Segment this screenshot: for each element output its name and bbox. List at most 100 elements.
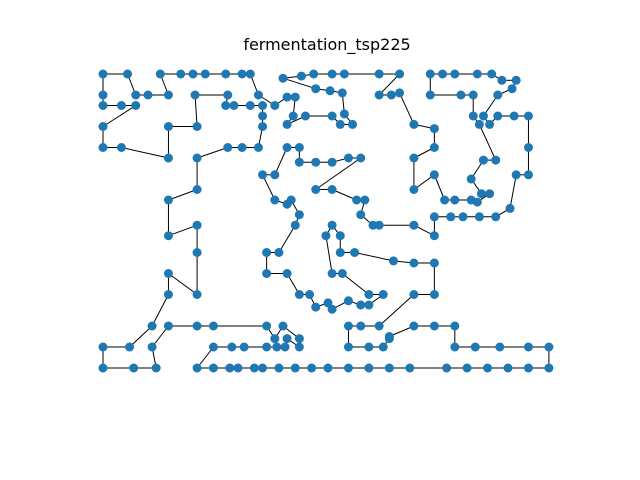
city-point	[208, 342, 218, 352]
city-point	[98, 363, 108, 373]
city-point	[176, 69, 186, 79]
city-point	[450, 69, 460, 79]
tour-edge	[509, 174, 517, 209]
city-point	[98, 101, 108, 110]
city-point	[523, 111, 533, 121]
city-point	[116, 143, 126, 152]
city-point	[192, 321, 202, 331]
city-point	[360, 195, 370, 205]
city-point	[491, 155, 501, 165]
city-point	[98, 122, 108, 131]
city-point	[282, 143, 292, 152]
city-point	[327, 157, 337, 167]
city-point	[227, 342, 237, 352]
city-point	[323, 363, 333, 373]
city-point	[327, 269, 337, 278]
city-point	[523, 143, 533, 152]
city-point	[270, 101, 280, 110]
city-point	[123, 69, 133, 79]
city-point	[290, 220, 300, 230]
city-point	[327, 220, 337, 230]
city-point	[327, 185, 337, 194]
city-point	[305, 290, 315, 299]
city-point	[478, 111, 488, 121]
tour-edge	[274, 147, 288, 176]
city-point	[237, 69, 247, 79]
city-point	[485, 119, 495, 129]
city-point	[200, 69, 210, 79]
city-point	[429, 231, 439, 241]
city-point	[409, 321, 419, 331]
city-point	[337, 269, 347, 278]
city-point	[229, 101, 239, 110]
city-point	[131, 90, 141, 100]
city-point	[356, 210, 366, 220]
city-point	[409, 185, 419, 194]
city-point	[282, 199, 292, 209]
city-point	[225, 363, 235, 373]
city-point	[282, 92, 292, 102]
city-point	[468, 111, 478, 121]
city-point	[374, 90, 384, 100]
city-point	[98, 90, 108, 100]
city-point	[258, 363, 268, 373]
city-point	[208, 321, 218, 331]
city-point	[163, 195, 173, 205]
tour-edge	[262, 174, 276, 201]
city-point	[237, 143, 247, 152]
city-point	[258, 122, 268, 131]
city-point	[221, 101, 231, 110]
city-point	[450, 342, 460, 352]
city-point	[503, 363, 513, 373]
city-point	[378, 290, 388, 299]
city-point	[523, 170, 533, 180]
city-point	[364, 342, 374, 352]
city-point	[343, 296, 353, 306]
city-point	[98, 143, 108, 152]
city-point	[294, 290, 304, 299]
city-point	[450, 321, 460, 331]
city-point	[458, 212, 468, 222]
city-point	[125, 342, 135, 352]
city-point	[274, 363, 284, 373]
tour-edge	[278, 224, 296, 253]
city-point	[296, 71, 306, 81]
city-point	[221, 69, 231, 79]
city-point	[472, 197, 482, 207]
tour-edge	[342, 273, 370, 295]
city-point	[188, 69, 198, 79]
city-point	[364, 290, 374, 299]
tour-edge	[433, 174, 446, 201]
city-point	[192, 290, 202, 299]
city-point	[509, 111, 519, 121]
city-point	[190, 90, 200, 100]
city-point	[409, 220, 419, 230]
city-point	[395, 69, 405, 79]
city-point	[270, 170, 280, 180]
city-point	[438, 69, 448, 79]
city-point	[98, 342, 108, 352]
city-point	[147, 321, 157, 331]
city-point	[493, 111, 503, 121]
city-point	[466, 174, 476, 184]
city-point	[474, 119, 484, 129]
tour-edge	[354, 252, 394, 262]
city-point	[352, 195, 362, 205]
city-point	[497, 75, 507, 85]
city-point	[523, 342, 533, 352]
city-point	[163, 231, 173, 241]
city-point	[429, 143, 439, 152]
city-point	[425, 90, 435, 100]
city-point	[409, 290, 419, 299]
city-point	[294, 157, 304, 167]
city-point	[192, 153, 202, 163]
city-point	[116, 101, 126, 110]
city-point	[386, 90, 396, 100]
city-point	[364, 300, 374, 310]
city-point	[155, 69, 165, 79]
city-point	[262, 321, 272, 331]
city-point	[335, 231, 345, 241]
city-point	[507, 84, 517, 94]
city-point	[462, 363, 472, 373]
